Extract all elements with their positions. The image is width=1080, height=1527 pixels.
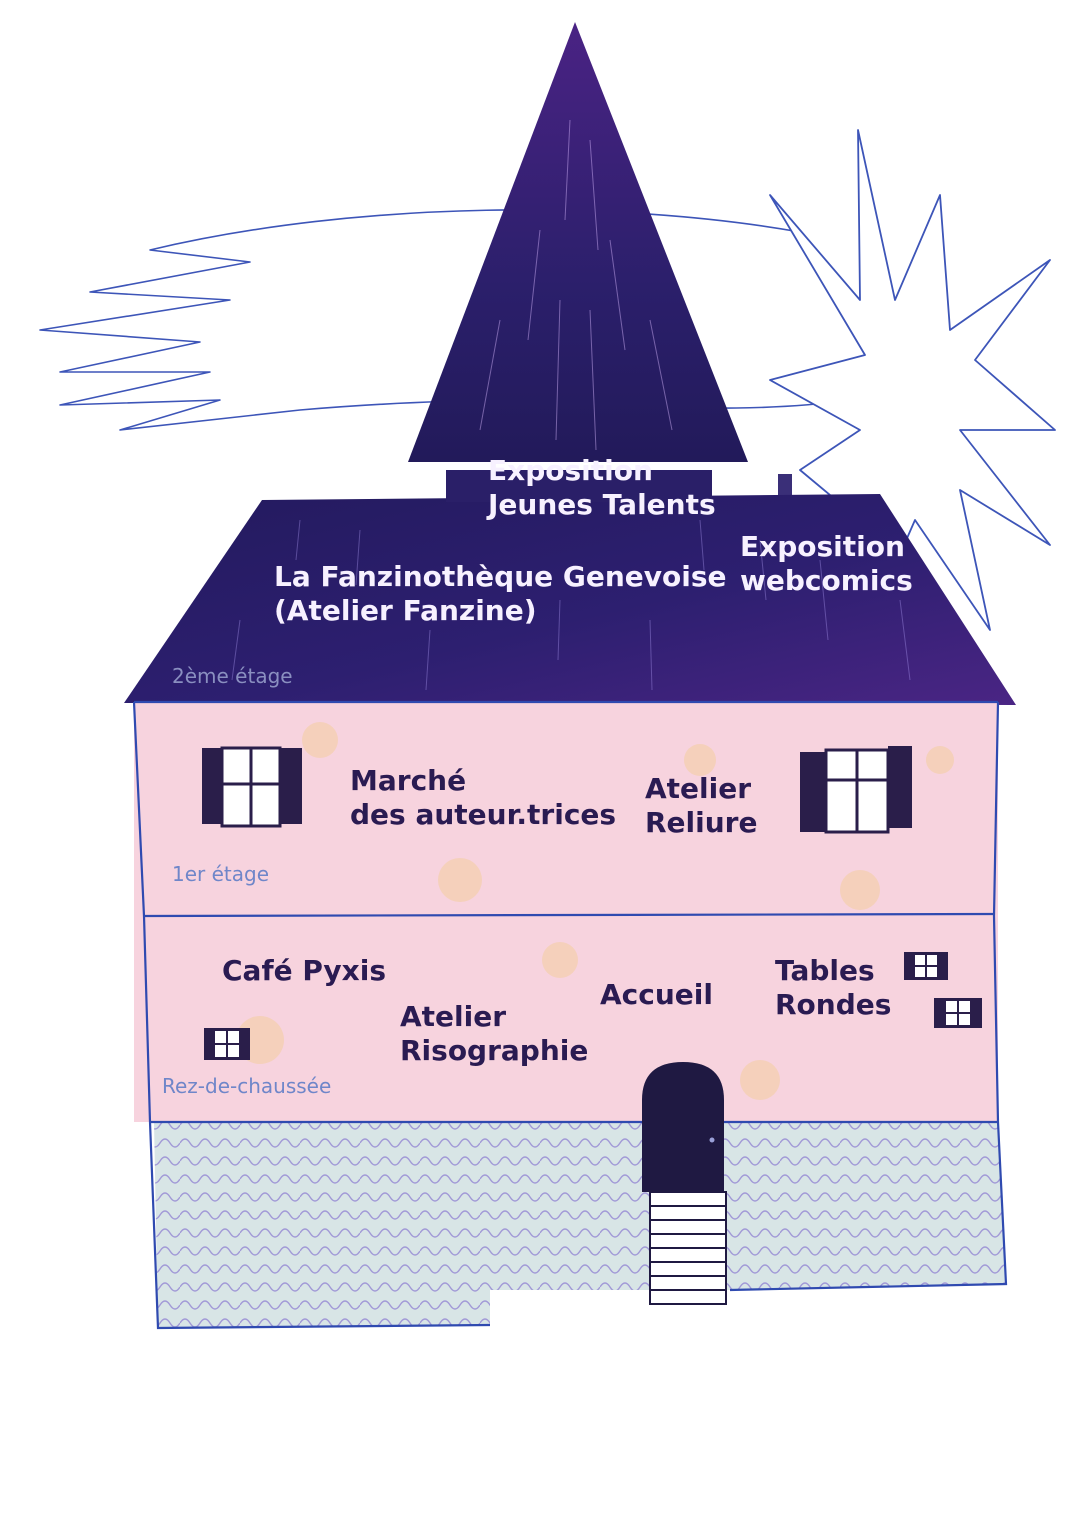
floor-label-first: 1er étage (172, 862, 270, 886)
roof-texture (231, 519, 911, 691)
room-label-line: La Fanzinothèque Genevoise (274, 560, 727, 593)
room-label-line: Rondes (775, 988, 892, 1022)
window-ground-right-top (904, 952, 948, 980)
room-label-webcomics: Exposition webcomics (740, 530, 913, 598)
room-label-line: des auteur.trices (350, 798, 617, 832)
front-door (642, 1062, 724, 1192)
front-steps (649, 1191, 727, 1305)
room-label-line: Accueil (600, 978, 713, 1011)
window-first-floor-right (800, 746, 912, 834)
room-label-jeunes-talents: Exposition Jeunes Talents (488, 454, 716, 522)
house-outline (132, 700, 1008, 1330)
chimney (778, 474, 792, 496)
door-knob (709, 1137, 715, 1143)
room-label-risographie: Atelier Risographie (400, 1000, 588, 1068)
window-ground-left (204, 1028, 250, 1060)
room-label-line: Jeunes Talents (488, 488, 716, 522)
star-icon (769, 129, 1056, 631)
tower-base (446, 470, 712, 502)
spire-texture (479, 119, 673, 451)
room-label-cafe-pyxis: Café Pyxis (222, 954, 386, 988)
window-first-floor-left (202, 746, 302, 828)
room-label-line: Atelier (400, 1000, 507, 1033)
room-label-line: Exposition (740, 530, 905, 563)
spire (408, 22, 748, 462)
floor-label-second: 2ème étage (172, 664, 293, 688)
room-label-line: webcomics (740, 564, 913, 598)
room-label-line: Marché (350, 764, 467, 797)
room-label-line: Exposition (488, 454, 653, 487)
floor-label-ground: Rez-de-chaussée (162, 1074, 332, 1098)
wall-speckles (236, 722, 954, 1100)
room-label-accueil: Accueil (600, 978, 713, 1012)
room-label-reliure: Atelier Reliure (645, 772, 757, 840)
room-label-line: Tables (775, 954, 875, 987)
room-label-line: Risographie (400, 1034, 589, 1068)
room-label-tables-rondes: Tables Rondes (775, 954, 891, 1022)
room-label-fanzinotheque: La Fanzinothèque Genevoise (Atelier Fanz… (274, 560, 727, 628)
main-roof (124, 494, 1016, 705)
room-label-line: Atelier (645, 772, 752, 805)
window-ground-right-bottom (934, 998, 982, 1028)
foundation-scribble (154, 1122, 1006, 1328)
room-label-line: (Atelier Fanzine) (274, 594, 537, 628)
room-label-marche: Marché des auteur.trices (350, 764, 616, 832)
room-label-line: Café Pyxis (222, 954, 386, 987)
room-label-line: Reliure (645, 806, 758, 840)
